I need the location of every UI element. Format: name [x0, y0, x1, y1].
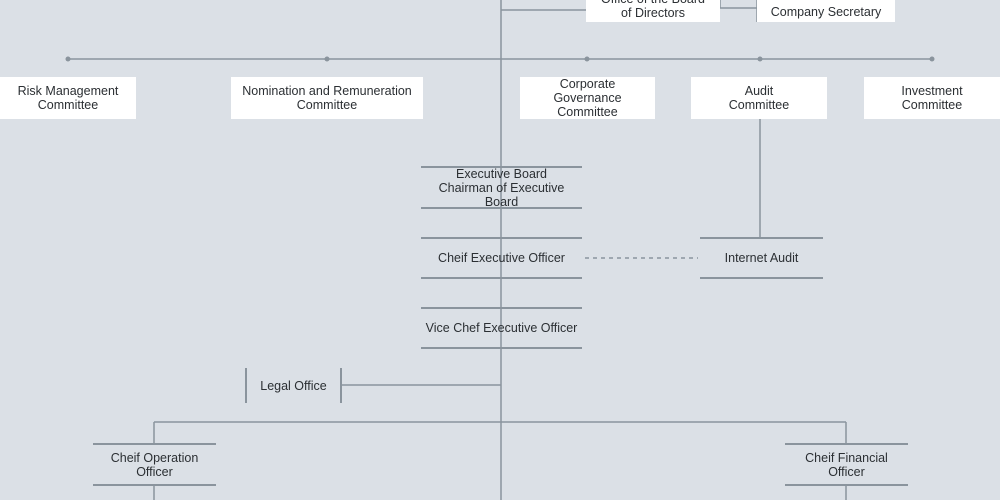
- bus-dot-investment: [929, 56, 935, 62]
- coo-label: Cheif Operation Officer: [110, 450, 199, 479]
- vice-ceo-label: Vice Chef Executive Officer: [425, 321, 578, 335]
- company-secretary-box[interactable]: Company Secretary: [757, 0, 895, 22]
- risk-committee-box[interactable]: Risk Management Committee: [0, 77, 136, 119]
- governance-committee-label: Corporate Governance Committee: [553, 77, 622, 119]
- internal-audit-node[interactable]: Internet Audit: [700, 237, 823, 279]
- cfo-label: Cheif Financial Officer: [805, 450, 888, 479]
- office-board-label: Office of the Board of Directors: [601, 0, 705, 20]
- executive-board-label: Executive Board Chairman of Executive Bo…: [438, 166, 565, 209]
- audit-committee-box[interactable]: Audit Committee: [691, 77, 827, 119]
- nomination-committee-box[interactable]: Nomination and Remuneration Committee: [231, 77, 423, 119]
- internal-audit-label: Internet Audit: [724, 251, 799, 265]
- nomination-committee-label: Nomination and Remuneration Committee: [242, 84, 412, 112]
- office-board-box[interactable]: Office of the Board of Directors: [586, 0, 720, 22]
- bus-dot-audit: [757, 56, 763, 62]
- bus-dot-governance: [584, 56, 590, 62]
- executive-board-node[interactable]: Executive Board Chairman of Executive Bo…: [421, 166, 582, 209]
- vice-ceo-node[interactable]: Vice Chef Executive Officer: [421, 307, 582, 349]
- legal-office-label: Legal Office: [260, 378, 327, 393]
- cfo-node[interactable]: Cheif Financial Officer: [785, 443, 908, 486]
- ceo-label: Cheif Executive Officer: [438, 251, 565, 265]
- ceo-node[interactable]: Cheif Executive Officer: [421, 237, 582, 279]
- risk-committee-label: Risk Management Committee: [17, 84, 119, 112]
- coo-node[interactable]: Cheif Operation Officer: [93, 443, 216, 486]
- bus-dot-risk: [65, 56, 71, 62]
- investment-committee-box[interactable]: Investment Committee: [864, 77, 1000, 119]
- bus-dot-nomination: [324, 56, 330, 62]
- legal-office-node[interactable]: Legal Office: [245, 368, 342, 403]
- audit-committee-label: Audit Committee: [728, 84, 790, 112]
- company-secretary-label: Company Secretary: [770, 5, 882, 19]
- governance-committee-box[interactable]: Corporate Governance Committee: [520, 77, 655, 119]
- investment-committee-label: Investment Committee: [901, 84, 963, 112]
